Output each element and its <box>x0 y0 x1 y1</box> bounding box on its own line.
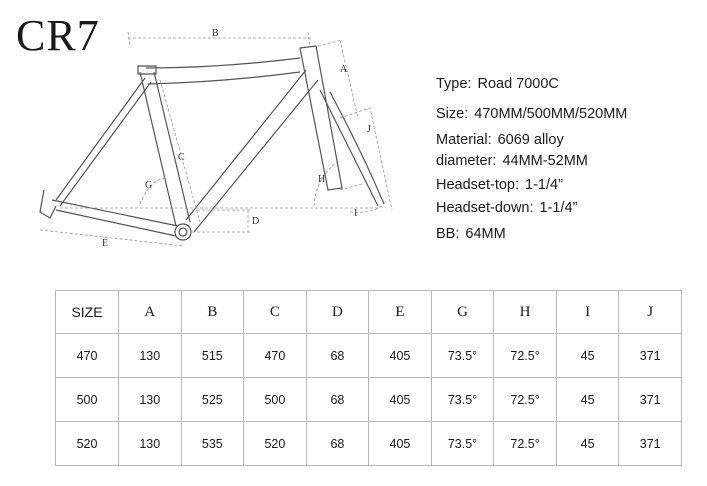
table-cell: 68 <box>305 377 370 422</box>
angle-arc-h <box>313 159 341 207</box>
table-cell: 520 <box>243 421 307 466</box>
seat-tube <box>139 71 191 227</box>
spec-value: 1-1/4” <box>525 177 563 193</box>
table-cell: 405 <box>368 333 432 378</box>
table-cell: 371 <box>618 377 682 422</box>
spec-label: Type: <box>436 76 472 92</box>
table-cell: 72.5° <box>493 421 557 466</box>
column-header-i: I <box>555 290 620 334</box>
spec-material: Material: 6069 alloy <box>436 132 564 148</box>
column-header-e: E <box>368 290 432 334</box>
dim-label-d: D <box>252 216 259 227</box>
chain-stay <box>51 199 179 237</box>
table-cell: 520 <box>55 421 119 466</box>
table-row: 500 130 525 500 68 405 73.5° 72.5° 45 37… <box>55 377 682 422</box>
column-header-j: J <box>618 290 682 334</box>
table-row: 470 130 515 470 68 405 73.5° 72.5° 45 37… <box>55 333 682 378</box>
dim-label-h: H <box>318 174 325 185</box>
table-cell: 515 <box>180 333 245 378</box>
column-header-size: SIZE <box>55 290 119 334</box>
table-cell: 535 <box>180 421 245 466</box>
spec-label: diameter: <box>436 153 497 169</box>
table-cell: 45 <box>555 333 620 378</box>
dim-line-c <box>159 79 201 223</box>
head-tube <box>299 45 343 191</box>
table-cell: 68 <box>305 333 370 378</box>
column-header-c: C <box>243 290 307 334</box>
dim-label-i: I <box>354 208 357 219</box>
bottom-bracket <box>174 223 192 241</box>
dim-line-d <box>192 209 250 233</box>
spec-value: 64MM <box>465 226 506 242</box>
dim-label-j: J <box>367 124 371 135</box>
table-cell: 73.5° <box>430 377 495 422</box>
table-cell: 45 <box>555 377 620 422</box>
table-cell: 72.5° <box>493 333 557 378</box>
angle-arc-g <box>139 177 166 205</box>
spec-headset-down: Headset-down: 1-1/4” <box>436 200 577 216</box>
angle-arc-i <box>349 205 383 213</box>
table-header-row: SIZE A B C D E G H I J <box>55 290 682 334</box>
dim-line-a <box>317 39 363 191</box>
table-cell: 371 <box>618 421 682 466</box>
table-cell: 500 <box>55 377 119 422</box>
down-tube <box>185 69 319 233</box>
spec-type: Type: Road 7000C <box>436 76 559 92</box>
spec-value: Road 7000C <box>477 76 559 92</box>
dim-line-e <box>39 229 185 247</box>
table-cell: 130 <box>118 421 182 466</box>
table-cell: 371 <box>618 333 682 378</box>
brand-logo: CR7 <box>16 11 100 60</box>
spec-value: 44MM-52MM <box>502 153 588 169</box>
spec-label: Headset-down: <box>436 200 534 216</box>
spec-size: Size: 470MM/500MM/520MM <box>436 106 627 122</box>
table-row: 520 130 535 520 68 405 73.5° 72.5° 45 37… <box>55 421 682 466</box>
dim-label-e: E <box>102 238 108 249</box>
rear-dropout <box>39 189 57 219</box>
table-cell: 500 <box>243 377 307 422</box>
table-cell: 73.5° <box>430 333 495 378</box>
geometry-table: SIZE A B C D E G H I J 470 130 515 470 6… <box>55 290 682 466</box>
dim-label-a: A <box>340 64 348 75</box>
table-cell: 470 <box>243 333 307 378</box>
dim-line-j <box>339 107 393 211</box>
table-cell: 68 <box>305 421 370 466</box>
spec-bb: BB: 64MM <box>436 226 506 242</box>
column-header-g: G <box>430 290 495 334</box>
spec-value: 470MM/500MM/520MM <box>474 106 628 122</box>
spec-headset-top: Headset-top: 1-1/4” <box>436 177 563 193</box>
dim-label-b: B <box>212 28 219 39</box>
frame-geometry-diagram: B A J C G H D I E <box>39 28 393 249</box>
column-header-a: A <box>118 290 182 334</box>
table-cell: 405 <box>368 421 432 466</box>
spec-label: Size: <box>436 106 469 122</box>
spec-value: 1-1/4” <box>539 200 578 216</box>
table-cell: 130 <box>118 377 182 422</box>
table-cell: 73.5° <box>430 421 495 466</box>
table-cell: 72.5° <box>493 377 557 422</box>
column-header-b: B <box>180 290 245 334</box>
dim-line-b <box>127 31 312 47</box>
spec-value: 6069 alloy <box>497 132 564 148</box>
column-header-d: D <box>305 290 370 334</box>
spec-label: BB: <box>436 226 460 242</box>
spec-label: Headset-top: <box>436 177 520 193</box>
table-cell: 405 <box>368 377 432 422</box>
table-cell: 525 <box>180 377 245 422</box>
dim-label-g: G <box>145 180 152 191</box>
dim-label-c: C <box>178 152 185 163</box>
table-cell: 45 <box>555 421 620 466</box>
table-cell: 130 <box>118 333 182 378</box>
top-tube <box>145 57 301 85</box>
spec-label: Material: <box>436 132 492 148</box>
table-cell: 470 <box>55 333 119 378</box>
fork <box>319 89 385 207</box>
seat-stay <box>55 77 152 207</box>
spec-diameter: diameter: 44MM-52MM <box>436 153 588 169</box>
column-header-h: H <box>493 290 557 334</box>
